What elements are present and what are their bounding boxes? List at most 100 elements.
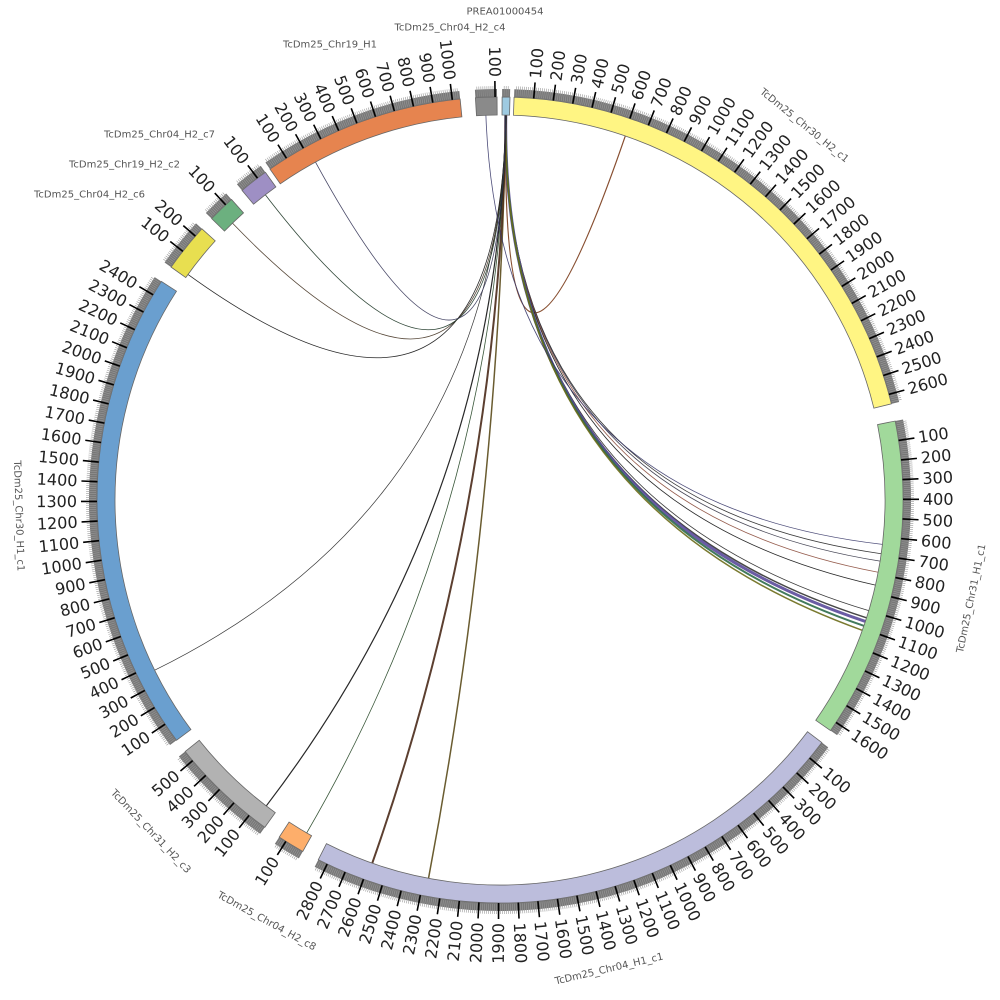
minor-tick: [872, 656, 882, 662]
minor-tick: [885, 619, 896, 624]
minor-tick: [132, 308, 142, 314]
segment-tcdm25-chr30-h1-c1: [96, 280, 192, 741]
minor-tick: [563, 898, 566, 909]
minor-tick: [519, 903, 522, 914]
minor-tick: [213, 200, 221, 209]
minor-tick: [657, 118, 663, 129]
minor-tick: [871, 337, 882, 343]
minor-tick: [779, 791, 787, 800]
major-tick: [872, 652, 888, 660]
minor-tick: [872, 339, 882, 344]
minor-tick: [459, 902, 462, 913]
minor-tick: [360, 110, 365, 120]
minor-tick: [816, 750, 825, 758]
minor-tick: [527, 902, 530, 914]
minor-tick: [664, 122, 670, 132]
minor-tick: [375, 104, 380, 115]
minor-tick: [883, 369, 894, 374]
minor-tick: [409, 894, 413, 905]
minor-tick: [757, 811, 764, 820]
minor-tick: [894, 585, 905, 588]
minor-tick: [210, 203, 219, 212]
minor-tick: [153, 721, 163, 728]
minor-tick: [110, 358, 121, 363]
minor-tick: [713, 842, 720, 852]
chord-link: [232, 115, 507, 340]
minor-tick: [654, 873, 659, 883]
minor-tick: [603, 99, 607, 110]
minor-tick: [896, 575, 907, 579]
minor-tick: [902, 470, 914, 472]
segment-name-label: TcDm25_Chr04_H2_c7: [103, 130, 215, 141]
minor-tick: [113, 645, 124, 650]
minor-tick: [251, 823, 259, 832]
chord-link: [154, 115, 507, 671]
minor-tick: [169, 250, 178, 258]
minor-tick: [829, 260, 838, 267]
minor-tick: [892, 594, 903, 598]
minor-tick: [276, 150, 283, 160]
major-tick: [338, 871, 346, 888]
minor-tick: [348, 114, 354, 124]
minor-tick: [288, 847, 294, 857]
minor-tick: [188, 227, 197, 235]
minor-tick: [551, 900, 554, 911]
minor-tick: [406, 96, 410, 107]
minor-tick: [784, 206, 793, 214]
minor-tick: [646, 114, 651, 124]
minor-tick: [712, 843, 718, 853]
minor-tick: [461, 902, 464, 913]
minor-tick: [828, 258, 837, 265]
minor-tick: [222, 192, 230, 201]
minor-tick: [402, 892, 406, 903]
minor-tick: [889, 389, 900, 393]
minor-tick: [128, 678, 138, 684]
minor-tick: [801, 768, 810, 776]
major-tick: [752, 812, 765, 827]
minor-tick: [886, 617, 897, 622]
minor-tick: [885, 377, 896, 382]
minor-tick: [901, 452, 912, 455]
minor-tick: [641, 878, 646, 888]
minor-tick: [725, 156, 732, 165]
minor-tick: [878, 356, 889, 361]
minor-tick: [347, 115, 352, 125]
minor-tick: [689, 856, 696, 866]
minor-tick: [424, 92, 428, 103]
minor-tick: [849, 292, 859, 299]
minor-tick: [861, 679, 871, 685]
minor-tick: [902, 468, 913, 471]
major-tick: [247, 164, 259, 179]
minor-tick: [113, 643, 123, 649]
minor-tick: [130, 312, 141, 318]
tick-label: 1900: [489, 923, 508, 964]
minor-tick: [98, 398, 109, 403]
minor-tick: [805, 764, 814, 772]
minor-tick-band: [89, 277, 177, 746]
minor-tick: [857, 687, 867, 693]
minor-tick: [404, 892, 407, 903]
major-tick: [104, 360, 121, 367]
minor-tick: [190, 224, 199, 232]
minor-tick: [150, 276, 160, 283]
chord-link: [505, 115, 863, 631]
minor-tick: [655, 118, 661, 128]
minor-tick: [455, 901, 458, 912]
major-tick: [193, 774, 207, 787]
minor-tick: [448, 89, 451, 100]
minor-tick: [193, 771, 202, 779]
minor-tick: [645, 876, 650, 887]
minor-tick: [327, 867, 333, 877]
tick-label: 1600: [551, 917, 576, 960]
minor-tick: [882, 366, 892, 370]
minor-tick: [132, 685, 142, 691]
minor-tick: [866, 669, 876, 675]
minor-tick: [89, 444, 100, 447]
minor-tick: [543, 88, 546, 99]
minor-tick: [840, 276, 850, 283]
minor-tick: [574, 93, 578, 104]
minor-tick: [879, 638, 889, 643]
minor-tick: [817, 243, 826, 251]
